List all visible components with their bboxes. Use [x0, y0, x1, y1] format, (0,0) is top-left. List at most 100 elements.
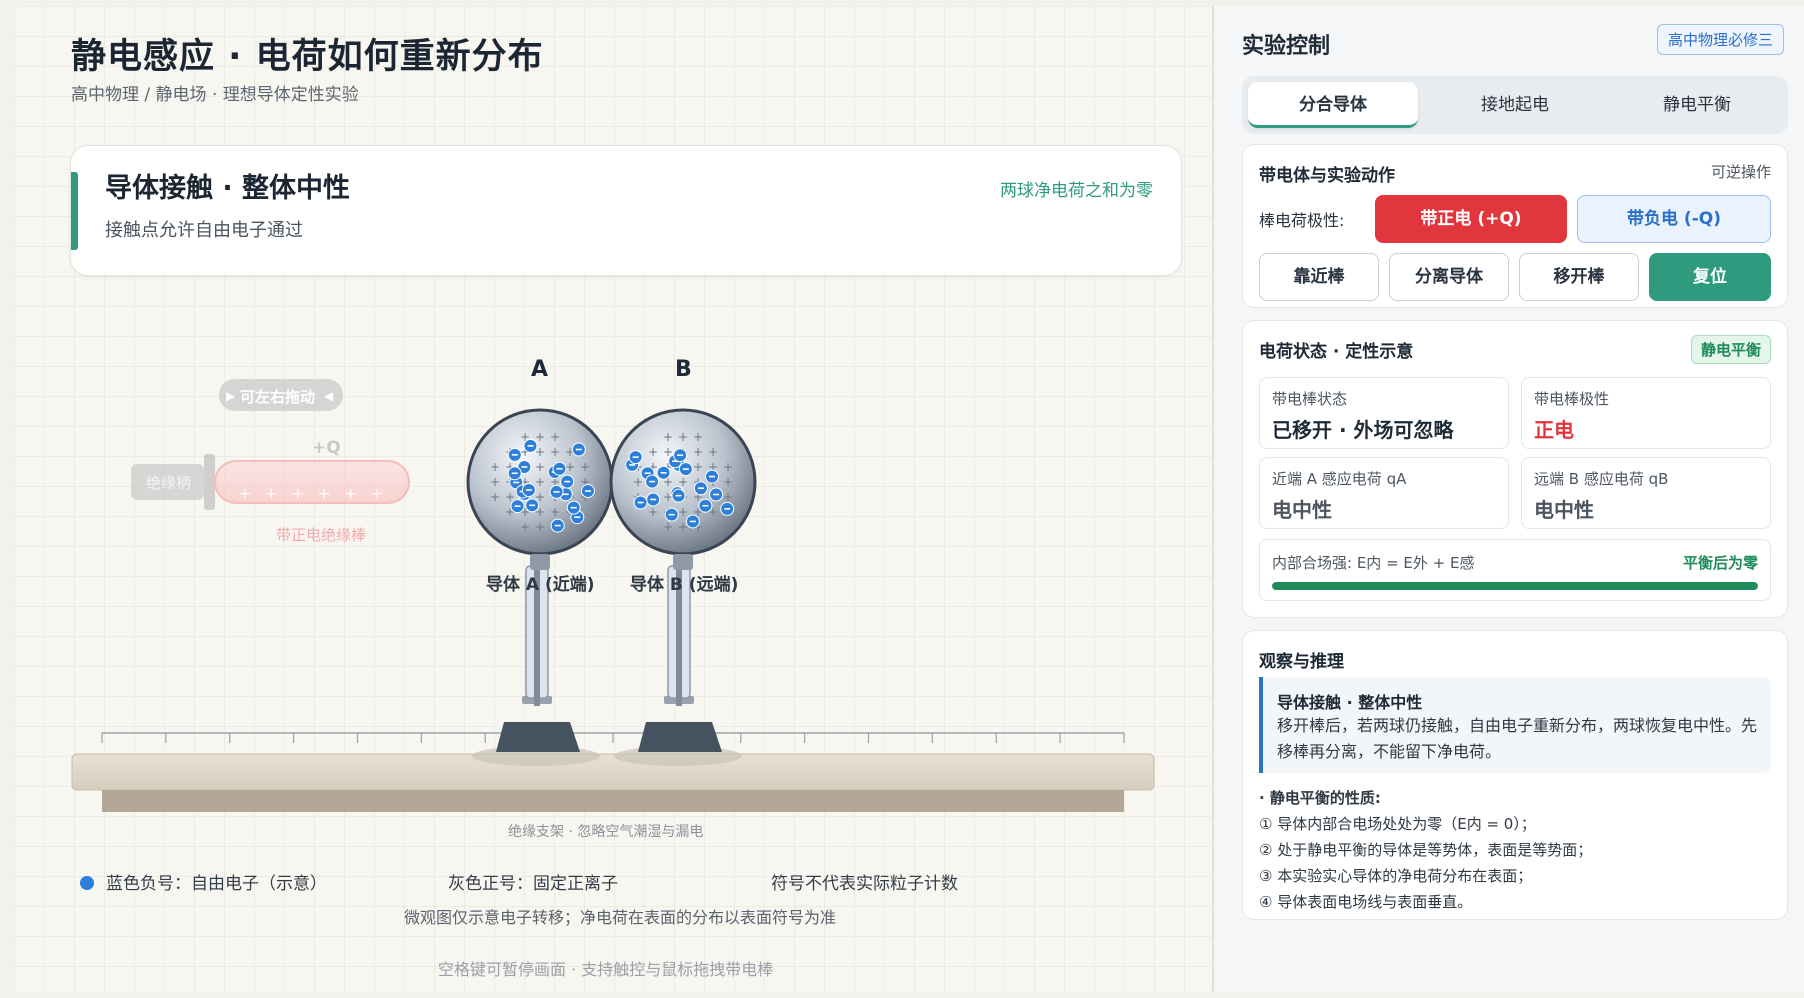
- sphere-a-letter: A: [531, 357, 549, 382]
- mode-tabs: 分合导体 接地起电 静电平衡: [1242, 76, 1788, 134]
- panel-divider: [1212, 6, 1214, 992]
- electron-minus-sign: [511, 472, 518, 475]
- positive-ion: +: [648, 460, 658, 474]
- course-badge: 高中物理必修三: [1656, 24, 1784, 55]
- sphere-b-neck: [673, 554, 693, 570]
- electron-minus-sign: [689, 520, 696, 523]
- positive-ion: +: [535, 430, 545, 444]
- sphere-a-label: 导体 A (近端): [486, 575, 595, 595]
- qa-label: 近端 A 感应电荷 qA: [1272, 470, 1407, 488]
- electron-minus-sign: [574, 516, 581, 519]
- qa-cell: 近端 A 感应电荷 qA 电中性: [1259, 457, 1509, 529]
- positive-ion: +: [723, 490, 733, 504]
- positive-ion: +: [565, 445, 575, 459]
- qa-value: 电中性: [1272, 498, 1332, 522]
- remove-rod-button[interactable]: 移开棒: [1519, 253, 1639, 301]
- stage-subtitle: 接触点允许自由电子通过: [105, 220, 303, 241]
- positive-ion: +: [693, 445, 703, 459]
- positive-ion: +: [693, 520, 703, 534]
- page-title: 静电感应 · 电荷如何重新分布: [71, 37, 544, 77]
- positive-ion: +: [490, 490, 500, 504]
- positive-ion: +: [663, 430, 673, 444]
- positive-ion: +: [648, 445, 658, 459]
- rod-state-value: 已移开 · 外场可忽略: [1272, 418, 1454, 442]
- stage-card: 导体接触 · 整体中性 接触点允许自由电子通过 两球净电荷之和为零: [70, 145, 1182, 276]
- qb-label: 远端 B 感应电荷 qB: [1534, 470, 1669, 488]
- drag-hint[interactable]: 可左右拖动: [240, 388, 316, 406]
- positive-ion: +: [535, 490, 545, 504]
- reset-button[interactable]: 复位: [1649, 253, 1771, 301]
- charges-sphere-b: +++++++++++++++++++++++++++++++++++++: [625, 430, 735, 534]
- keyboard-hint: 空格键可暂停画面 · 支持触控与鼠标拖拽带电棒: [438, 960, 774, 979]
- tab-equilibrium[interactable]: 静电平衡: [1663, 95, 1731, 115]
- tab-split-conductors[interactable]: 分合导体: [1248, 82, 1418, 128]
- electron-legend-dot: [80, 876, 94, 890]
- electron-minus-sign: [570, 506, 577, 509]
- legend-ion: 灰色正号：固定正离子: [448, 874, 618, 894]
- charged-rod[interactable]: [131, 454, 410, 510]
- electron-minus-sign: [527, 445, 534, 447]
- positive-ion: +: [708, 460, 718, 474]
- electron-minus-sign: [702, 504, 709, 507]
- electron-minus-sign: [553, 491, 560, 493]
- electron-minus-sign: [629, 464, 636, 466]
- electron-minus-sign: [564, 480, 571, 483]
- electron-minus-sign: [644, 472, 651, 475]
- electron-minus-sign: [529, 504, 536, 507]
- positive-ion: +: [693, 505, 703, 519]
- electron-minus-sign: [709, 475, 716, 478]
- positive-ion: +: [580, 460, 590, 474]
- observation-box-text: 移开棒后，若两球仍接触，自由电子重新分布，两球恢复电中性。先移棒再分离，不能留下…: [1277, 716, 1758, 761]
- positive-ion: +: [535, 445, 545, 459]
- positive-ion: +: [505, 490, 515, 504]
- approach-rod-button[interactable]: 靠近棒: [1259, 253, 1379, 301]
- positive-ion: +: [693, 460, 703, 474]
- tab-grounding[interactable]: 接地起电: [1481, 95, 1549, 115]
- separate-conductors-button[interactable]: 分离导体: [1389, 253, 1509, 301]
- electron-minus-sign: [660, 472, 667, 474]
- rod-polarity-cell: 带电棒极性 正电: [1521, 377, 1771, 449]
- internal-field-label: 内部合场强: E内 = E外 + E感: [1272, 554, 1475, 572]
- stand-b: [614, 546, 742, 766]
- rod-collar: [204, 454, 215, 510]
- property-3: ③ 本实验实心导体的净电荷分布在表面；: [1259, 867, 1533, 885]
- sphere-b-label: 导体 B (远端): [630, 575, 739, 595]
- positive-charge-button[interactable]: 带正电 (+Q): [1375, 195, 1567, 243]
- rod-polarity-label: 带电棒极性: [1534, 390, 1610, 408]
- rod-state-cell: 带电棒状态 已移开 · 外场可忽略: [1259, 377, 1509, 449]
- positive-ion: +: [520, 505, 530, 519]
- equilibrium-badge: 静电平衡: [1690, 335, 1771, 364]
- drag-hint-pill[interactable]: [219, 379, 343, 411]
- positive-ion: +: [520, 430, 530, 444]
- stand-caption: 绝缘支架 · 忽略空气潮湿与漏电: [508, 824, 704, 840]
- positive-ion: +: [648, 505, 658, 519]
- property-2: ② 处于静电平衡的导体是等势体，表面是等势面；: [1259, 841, 1593, 859]
- positive-ion: +: [663, 475, 673, 489]
- panel-title: 实验控制: [1242, 34, 1331, 59]
- positive-ion: +: [678, 430, 688, 444]
- electron-minus-sign: [511, 454, 518, 456]
- electron-minus-sign: [672, 460, 679, 463]
- electron-minus-sign: [584, 490, 591, 492]
- electron-minus-sign: [525, 489, 532, 491]
- sphere-b-letter: B: [675, 357, 692, 382]
- electron-minus-sign: [556, 467, 563, 470]
- electron-minus-sign: [649, 480, 656, 483]
- positive-ion: +: [520, 520, 530, 534]
- electron-minus-sign: [513, 481, 520, 484]
- drag-arrow-left-icon: ▶: [226, 389, 236, 403]
- table-top: [71, 753, 1155, 791]
- internal-field-cell: 内部合场强: E内 = E外 + E感 平衡后为零: [1259, 539, 1771, 601]
- positive-ion: +: [663, 490, 673, 504]
- positive-ion: +: [693, 490, 703, 504]
- legend-electron: 蓝色负号：自由电子（示意）: [106, 874, 327, 894]
- property-1: ① 导体内部合电场处处为零（E内 = 0）；: [1259, 815, 1536, 833]
- internal-field-note: 平衡后为零: [1682, 554, 1758, 572]
- negative-charge-button[interactable]: 带负电 (-Q): [1577, 195, 1771, 243]
- rod-body: [214, 460, 410, 504]
- breadcrumb: 高中物理 / 静电场 · 理想导体定性实验: [71, 85, 359, 105]
- drag-arrow-right-icon: ◀: [324, 389, 334, 403]
- reversible-note: 可逆操作: [1710, 163, 1771, 181]
- ruler: [101, 732, 1125, 743]
- observation-box-title: 导体接触 · 整体中性: [1277, 693, 1423, 712]
